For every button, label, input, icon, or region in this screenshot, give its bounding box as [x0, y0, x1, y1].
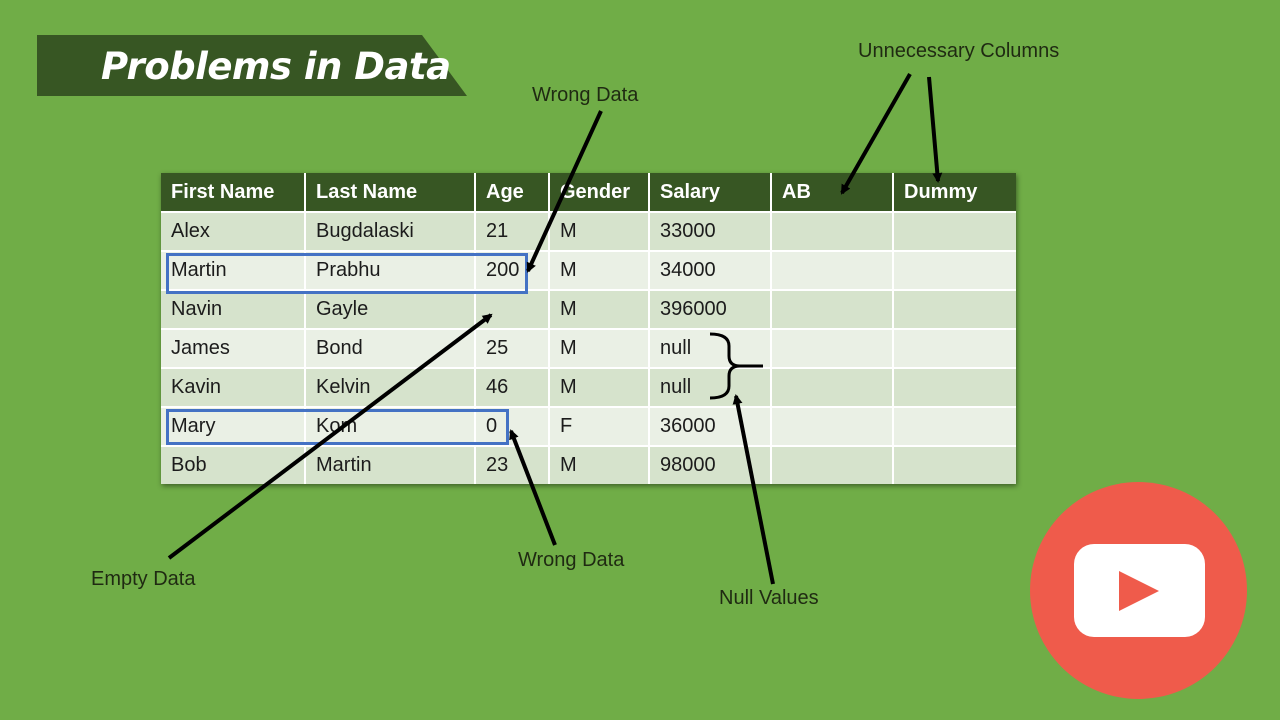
- banner-shape: [37, 35, 467, 96]
- table-cell: [771, 290, 894, 330]
- table-cell: [771, 446, 894, 484]
- table-cell: null: [649, 329, 772, 369]
- unnecessary-columns-label: Unnecessary Columns: [858, 40, 1060, 62]
- table-cell: Bob: [161, 446, 306, 484]
- table-cell: [771, 251, 894, 291]
- table-cell: [893, 251, 1016, 291]
- table-cell: 25: [475, 329, 550, 369]
- table-cell: 46: [475, 368, 550, 408]
- table-cell: [893, 446, 1016, 484]
- table-cell: [771, 329, 894, 369]
- table-cell: [893, 329, 1016, 369]
- column-header: Age: [475, 173, 550, 213]
- table-cell: 98000: [649, 446, 772, 484]
- table-cell: Navin: [161, 290, 306, 330]
- table-cell: Bond: [305, 329, 476, 369]
- table-cell: James: [161, 329, 306, 369]
- table-cell: M: [549, 290, 650, 330]
- table-row: Bob Martin 23 M 98000: [161, 446, 1016, 484]
- table-cell: Kelvin: [305, 368, 476, 408]
- table-cell: [893, 368, 1016, 408]
- wrong-data-label-bottom: Wrong Data: [518, 549, 625, 571]
- table-cell: Gayle: [305, 290, 476, 330]
- null-values-label: Null Values: [719, 587, 819, 609]
- play-logo-circle: [1030, 482, 1247, 699]
- table-cell: Martin: [305, 446, 476, 484]
- table-cell: 33000: [649, 212, 772, 252]
- page-title: Problems in Data: [101, 45, 451, 88]
- table-cell: null: [649, 368, 772, 408]
- table-row: Navin Gayle M 396000: [161, 290, 1016, 330]
- table-cell: 200: [475, 251, 550, 291]
- table-cell: 34000: [649, 251, 772, 291]
- table-cell: 396000: [649, 290, 772, 330]
- table-cell: M: [549, 329, 650, 369]
- table-cell: M: [549, 368, 650, 408]
- table-cell: M: [549, 251, 650, 291]
- column-header: First Name: [161, 173, 306, 213]
- wrong-data-highlight-box: [166, 409, 509, 445]
- title-banner: Problems in Data: [37, 35, 467, 96]
- table-cell: [893, 212, 1016, 252]
- table-cell: [771, 407, 894, 447]
- column-header: Salary: [649, 173, 772, 213]
- table-cell: M: [549, 446, 650, 484]
- play-logo-rect: [1074, 544, 1205, 637]
- table-cell: [893, 290, 1016, 330]
- table-cell: 23: [475, 446, 550, 484]
- table-cell: Bugdalaski: [305, 212, 476, 252]
- table-cell: [475, 290, 550, 330]
- column-header: Dummy: [893, 173, 1016, 213]
- table-header-row: First Name Last Name Age Gender Salary A…: [161, 173, 1016, 213]
- table-cell: 21: [475, 212, 550, 252]
- column-header: Last Name: [305, 173, 476, 213]
- table-row: Kavin Kelvin 46 M null: [161, 368, 1016, 408]
- table-row: James Bond 25 M null: [161, 329, 1016, 369]
- column-header: AB: [771, 173, 894, 213]
- table-row: Alex Bugdalaski 21 M 33000: [161, 212, 1016, 252]
- empty-data-label: Empty Data: [91, 568, 196, 590]
- table-cell: F: [549, 407, 650, 447]
- wrong-data-highlight-box: [166, 253, 528, 294]
- table-cell: [771, 212, 894, 252]
- wrong-data-label-top: Wrong Data: [532, 84, 639, 106]
- play-button-icon: [1119, 571, 1159, 611]
- table-cell: Prabhu: [305, 251, 476, 291]
- table-cell: Kavin: [161, 368, 306, 408]
- table-cell: M: [549, 212, 650, 252]
- table-cell: [771, 368, 894, 408]
- table-cell: Alex: [161, 212, 306, 252]
- table-cell: [893, 407, 1016, 447]
- table-cell: Martin: [161, 251, 306, 291]
- column-header: Gender: [549, 173, 650, 213]
- arrow-line: [927, 76, 943, 183]
- table-cell: 36000: [649, 407, 772, 447]
